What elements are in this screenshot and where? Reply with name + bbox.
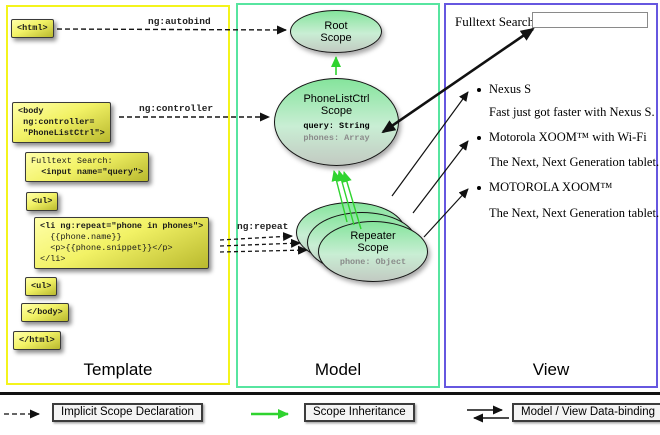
phone-property: phone: Object	[339, 257, 407, 267]
legend-separator-line	[0, 392, 660, 395]
html-open-tag-box: <html>	[11, 19, 54, 38]
input-tag-line: <input name="query">	[31, 167, 144, 177]
li-repeat-tag-box: <li ng:repeat="phone in phones"> {{phone…	[34, 217, 210, 269]
dashed-black-arrow-icon	[4, 409, 40, 419]
green-arrow-icon	[251, 409, 289, 419]
view-search-label: Fulltext Search:	[455, 14, 538, 29]
double-black-arrow-icon	[467, 405, 509, 423]
view-item-title: MOTOROLA XOOM™	[489, 180, 613, 194]
li-body-lines: {{phone.name}} <p>{{phone.snippet}}</p> …	[40, 232, 173, 264]
li-open-line: <li ng:repeat="phone in phones">	[40, 221, 204, 231]
legend-scope-inheritance: Scope Inheritance	[304, 403, 415, 422]
view-item-title: Motorola XOOM™ with Wi-Fi	[489, 130, 647, 144]
ng-controller-label: ng:controller	[139, 103, 214, 114]
phones-property: phones: Array	[303, 133, 370, 143]
legend-model-view-databinding: Model / View Data-binding	[512, 403, 660, 422]
template-column-label: Template	[83, 360, 153, 379]
view-column-label: View	[532, 360, 570, 379]
fulltext-label-line: Fulltext Search:	[31, 156, 113, 166]
model-column	[236, 3, 440, 388]
root-scope-ellipse: Root Scope	[290, 10, 382, 53]
view-item-desc: The Next, Next Generation tablet.	[489, 155, 660, 169]
phonelistctrl-scope-ellipse: PhoneListCtrl Scope query: String phones…	[274, 78, 399, 166]
bullet-icon	[477, 88, 481, 92]
view-item-title: Nexus S	[489, 82, 532, 96]
bullet-icon	[477, 186, 481, 190]
ng-repeat-label: ng:repeat	[237, 221, 289, 232]
fulltext-search-input-box: Fulltext Search: <input name="query">	[25, 152, 150, 182]
ul-second-tag-box: <ul>	[25, 277, 58, 296]
repeater-scope-ellipse-front: Repeater Scope phone: Object	[318, 221, 428, 282]
repeater-scope-title: Repeater Scope	[350, 230, 396, 254]
ng-autobind-label: ng:autobind	[148, 16, 211, 27]
legend-implicit-scope-declaration: Implicit Scope Declaration	[52, 403, 203, 422]
phonelistctrl-scope-title: PhoneListCtrl Scope	[303, 93, 370, 117]
bullet-icon	[477, 136, 481, 140]
view-item-desc: The Next, Next Generation tablet.	[489, 206, 660, 220]
model-column-label: Model	[314, 360, 362, 379]
body-close-tag-box: </body>	[21, 303, 69, 322]
body-controller-tag-box: <body ng:controller= "PhoneListCtrl">	[12, 102, 111, 143]
view-search-input[interactable]	[532, 12, 648, 28]
root-scope-title: Root Scope	[320, 20, 352, 44]
view-item-desc: Fast just got faster with Nexus S.	[489, 105, 655, 119]
ul-open-tag-box: <ul>	[26, 192, 59, 211]
html-close-tag-box: </html>	[13, 331, 61, 350]
view-column	[444, 3, 658, 388]
query-property: query: String	[303, 121, 370, 131]
